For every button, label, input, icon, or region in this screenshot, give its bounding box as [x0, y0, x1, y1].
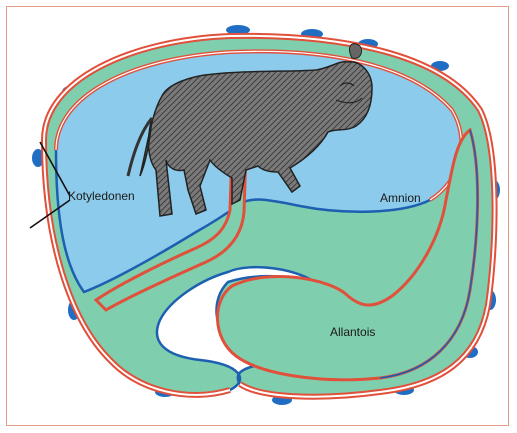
- label-kotyledonen: Kotyledonen: [68, 189, 135, 203]
- label-allantois: Allantois: [330, 325, 375, 339]
- label-amnion: Amnion: [380, 191, 421, 205]
